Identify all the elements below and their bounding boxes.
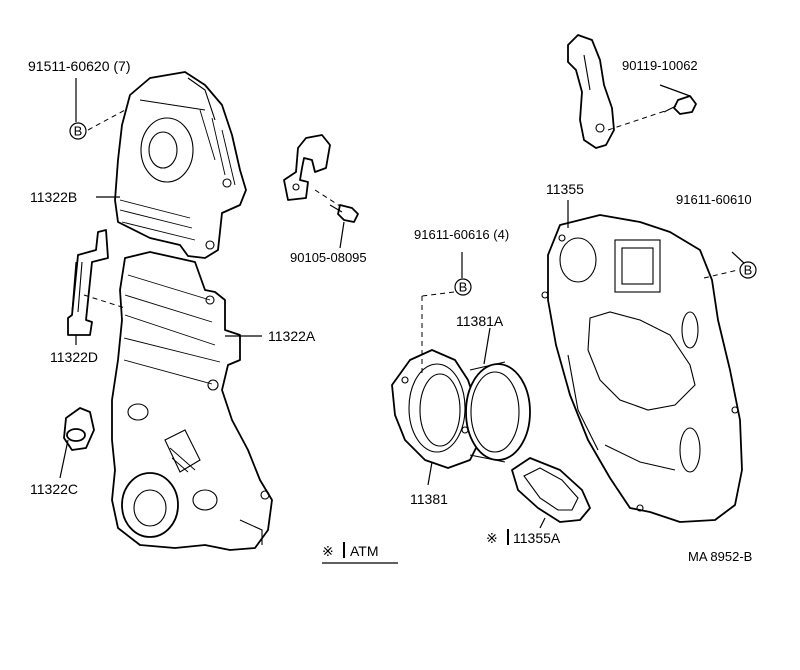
- svg-text:B: B: [74, 124, 83, 139]
- label-11355: 11355: [546, 181, 584, 197]
- label-bolt-90119: 90119-10062: [622, 58, 698, 73]
- cover-plug: [63, 407, 95, 451]
- top-bracket: [567, 34, 615, 149]
- label-11322b: 11322B: [30, 189, 77, 205]
- svg-text:B: B: [459, 280, 468, 295]
- label-bolt-91611-60610: 91611-60610: [676, 192, 752, 207]
- label-11355a: ※ 11355A: [486, 529, 561, 546]
- label-11322a: 11322A: [268, 328, 316, 344]
- svg-text:B: B: [744, 263, 753, 278]
- label-bolt-91511: 91511-60620 (7): [28, 58, 130, 74]
- callout-b-2: B: [454, 278, 472, 296]
- small-bracket: [283, 134, 331, 201]
- top-bolt: [663, 95, 697, 115]
- end-plate: [541, 214, 743, 523]
- label-11322d: 11322D: [50, 349, 98, 365]
- cover-bracket: [67, 229, 109, 336]
- small-bolt: [329, 204, 359, 223]
- leader-lines: [59, 78, 746, 564]
- figure-reference: MA 8952-B: [688, 549, 752, 564]
- label-bolt-90105: 90105-08095: [290, 250, 367, 265]
- label-bolt-91611-60616: 91611-60616 (4): [414, 227, 509, 242]
- label-11381a: 11381A: [456, 313, 504, 329]
- lower-timing-cover: [111, 251, 273, 551]
- svg-text:※: ※: [322, 543, 334, 559]
- callout-b-3: B: [739, 261, 757, 279]
- label-11322c: 11322C: [30, 481, 78, 497]
- callout-b-1: B: [69, 122, 87, 140]
- gasket: [511, 457, 591, 523]
- label-atm: ※ ATM: [322, 542, 379, 559]
- svg-text:※: ※: [486, 530, 498, 546]
- label-11381: 11381: [410, 491, 448, 507]
- svg-text:ATM: ATM: [350, 543, 379, 559]
- oil-seal: [465, 361, 531, 463]
- svg-text:11355A: 11355A: [513, 530, 561, 546]
- upper-timing-cover: [114, 71, 247, 259]
